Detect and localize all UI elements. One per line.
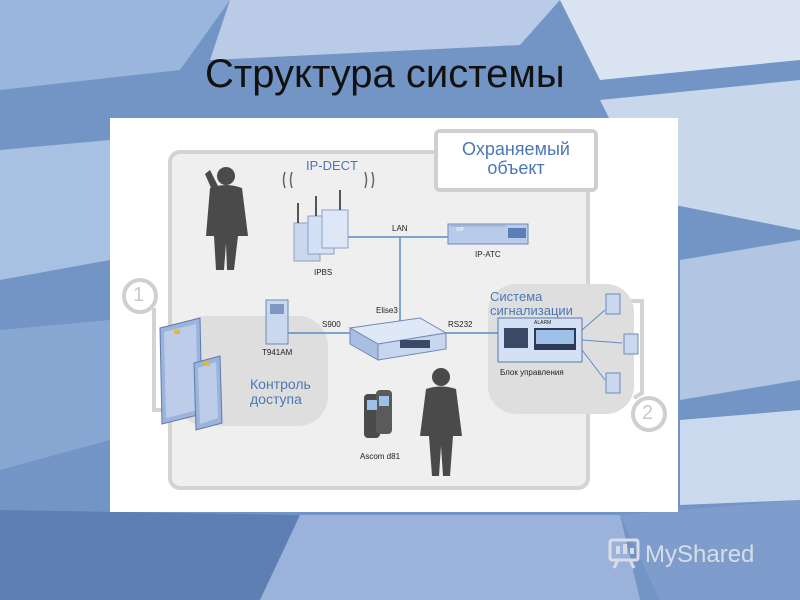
- ipbs-base-stations: [282, 171, 375, 262]
- zone-1-label: 1: [133, 284, 145, 306]
- control-unit-label: Блок управления: [500, 368, 564, 377]
- rs232-label: RS232: [448, 320, 473, 329]
- ip-atc-device: [447, 223, 529, 245]
- alarm-detectors: [605, 293, 639, 394]
- alarm-panel-label: ALARM: [534, 320, 552, 326]
- person-silhouette-top: [205, 167, 248, 270]
- access-control-label: Контроль доступа: [250, 376, 311, 407]
- handsets: [364, 390, 392, 438]
- ip-dect-label: IP-DECT: [306, 158, 358, 173]
- zone-1-circle: [122, 278, 158, 314]
- s900-label: S900: [322, 320, 341, 329]
- t941am-label: T941AM: [262, 348, 293, 357]
- alarm-system-label: Система сигнализации: [490, 289, 573, 318]
- ip-atc-sip-label: SIP: [456, 227, 465, 233]
- ip-atc-label: IP-ATC: [475, 250, 501, 259]
- elise3-device: [348, 317, 448, 361]
- t941am-reader: [265, 299, 289, 345]
- zone-2-circle: [631, 396, 667, 432]
- zone-2-bracket: [628, 299, 644, 400]
- system-diagram: [122, 150, 667, 490]
- protected-object-label: Охраняемый объект: [434, 129, 598, 192]
- elise3-label: Elise3: [376, 306, 398, 315]
- alarm-control-panel: [497, 317, 583, 363]
- slide-title: Структура системы: [205, 52, 565, 96]
- watermark-text: MyShared: [645, 541, 755, 568]
- watermark-logo-icon: [608, 538, 640, 569]
- handset-label: Ascom d81: [360, 452, 401, 461]
- access-doors: [159, 317, 223, 431]
- ipbs-label: IPBS: [314, 268, 333, 277]
- zone-2-label: 2: [642, 402, 654, 424]
- diagram-panel: Охраняемый объект IP-DECT IPBS LAN IP-AT…: [110, 118, 678, 512]
- lan-label: LAN: [392, 224, 408, 233]
- person-silhouette-bottom: [420, 368, 462, 476]
